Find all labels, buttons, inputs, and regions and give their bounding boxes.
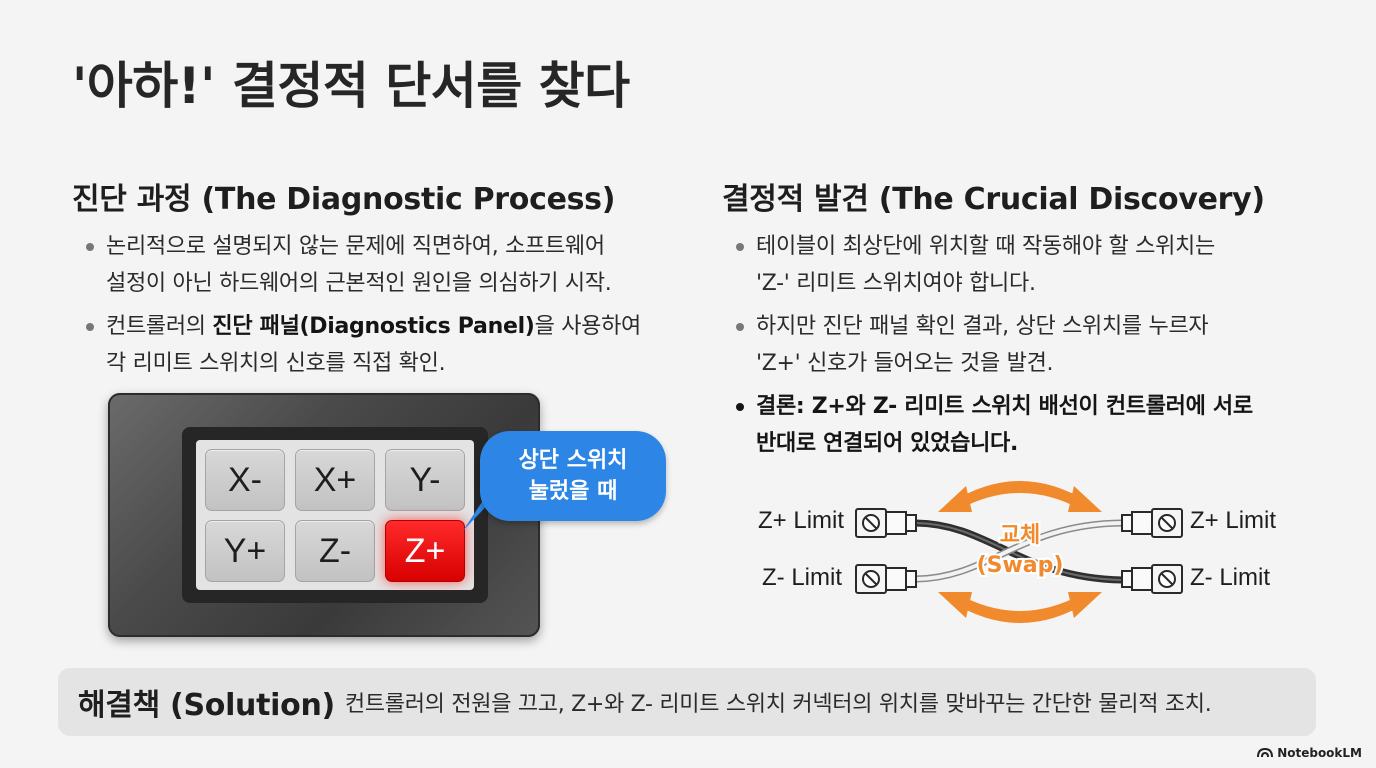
- bullet-bold-text: 진단 패널(Diagnostics Panel): [212, 314, 535, 339]
- list-item: 테이블이 최상단에 위치할 때 작동해야 할 스위치는 'Z-' 리미트 스위치…: [734, 228, 1253, 302]
- notebooklm-logo-icon: [1257, 748, 1274, 758]
- diagnostic-list: 논리적으로 설명되지 않는 문제에 직면하여, 소프트웨어 설정이 아닌 하드웨…: [84, 228, 641, 388]
- page-title: '아하!' 결정적 단서를 찾다: [72, 57, 630, 115]
- bullet-line: 반대로 연결되어 있었습니다.: [756, 431, 1019, 456]
- swap-label-english: (Swap): [977, 553, 1064, 578]
- list-item: 컨트롤러의 진단 패널(Diagnostics Panel)을 사용하여 각 리…: [84, 308, 641, 382]
- right-bottom-connector: [1121, 564, 1183, 594]
- list-item-conclusion: 결론: Z+와 Z- 리미트 스위치 배선이 컨트롤러에 서로 반대로 연결되어…: [734, 388, 1253, 462]
- discovery-heading: 결정적 발견 (The Crucial Discovery): [722, 182, 1265, 217]
- key-z-plus-active[interactable]: Z+: [385, 520, 465, 582]
- key-y-plus[interactable]: Y+: [205, 520, 285, 582]
- bullet-text: 컨트롤러의: [106, 314, 213, 339]
- right-top-connector: [1121, 508, 1183, 538]
- brand-mark: NotebookLM: [1257, 746, 1362, 760]
- wiring-swap-diagram: Z+ Limit Z- Limit Z+ Limit Z- Limit: [740, 462, 1300, 642]
- bullet-line: 컨트롤러의 진단 패널(Diagnostics Panel)을 사용하여: [106, 308, 641, 345]
- swap-arrow-bottom: [938, 592, 1102, 623]
- key-y-minus[interactable]: Y-: [385, 449, 465, 511]
- discovery-list: 테이블이 최상단에 위치할 때 작동해야 할 스위치는 'Z-' 리미트 스위치…: [734, 228, 1253, 468]
- callout-bubble: 상단 스위치 눌렀을 때: [480, 431, 666, 521]
- bullet-line: 논리적으로 설명되지 않는 문제에 직면하여, 소프트웨어: [106, 234, 605, 259]
- right-z-plus-label: Z+ Limit: [1190, 507, 1277, 534]
- solution-text: 컨트롤러의 전원을 끄고, Z+와 Z- 리미트 스위치 커넥터의 위치를 맞바…: [344, 692, 1212, 717]
- list-item: 논리적으로 설명되지 않는 문제에 직면하여, 소프트웨어 설정이 아닌 하드웨…: [84, 228, 641, 302]
- bullet-line: 하지만 진단 패널 확인 결과, 상단 스위치를 누르자: [756, 314, 1209, 339]
- bullet-line: 테이블이 최상단에 위치할 때 작동해야 할 스위치는: [756, 234, 1215, 259]
- right-z-minus-label: Z- Limit: [1190, 564, 1270, 591]
- brand-name: NotebookLM: [1277, 746, 1362, 760]
- controller-panel: X- X+ Y- Y+ Z- Z+: [108, 393, 540, 637]
- diagnostic-heading: 진단 과정 (The Diagnostic Process): [72, 182, 616, 217]
- swap-arrow-top: [938, 481, 1102, 512]
- wire-light: [915, 519, 1123, 583]
- bullet-line: 'Z+' 신호가 들어오는 것을 발견.: [756, 351, 1054, 376]
- solution-label: 해결책 (Solution): [78, 688, 335, 723]
- left-top-connector: [855, 508, 917, 538]
- key-x-minus[interactable]: X-: [205, 449, 285, 511]
- left-z-plus-label: Z+ Limit: [758, 507, 845, 534]
- solution-box: 해결책 (Solution) 컨트롤러의 전원을 끄고, Z+와 Z- 리미트 …: [58, 668, 1316, 736]
- list-item: 하지만 진단 패널 확인 결과, 상단 스위치를 누르자 'Z+' 신호가 들어…: [734, 308, 1253, 382]
- diagnostics-screen: X- X+ Y- Y+ Z- Z+: [196, 440, 474, 590]
- left-z-minus-label: Z- Limit: [762, 564, 842, 591]
- wiring-graphic: 교체 (Swap): [855, 481, 1183, 623]
- left-bottom-connector: [855, 564, 917, 594]
- bullet-text: 을 사용하여: [534, 314, 642, 339]
- key-z-minus[interactable]: Z-: [295, 520, 375, 582]
- key-x-plus[interactable]: X+: [295, 449, 375, 511]
- bullet-line: 결론: Z+와 Z- 리미트 스위치 배선이 컨트롤러에 서로: [756, 394, 1253, 419]
- bullet-line: 각 리미트 스위치의 신호를 직접 확인.: [106, 351, 446, 376]
- bullet-line: 설정이 아닌 하드웨어의 근본적인 원인을 의심하기 시작.: [106, 271, 612, 296]
- swap-label: 교체 (Swap): [975, 521, 1066, 580]
- swap-label-korean: 교체: [1000, 523, 1040, 548]
- callout-line: 상단 스위치: [518, 448, 628, 473]
- callout-line: 눌렀을 때: [528, 479, 618, 504]
- bullet-line: 'Z-' 리미트 스위치여야 합니다.: [756, 271, 1036, 296]
